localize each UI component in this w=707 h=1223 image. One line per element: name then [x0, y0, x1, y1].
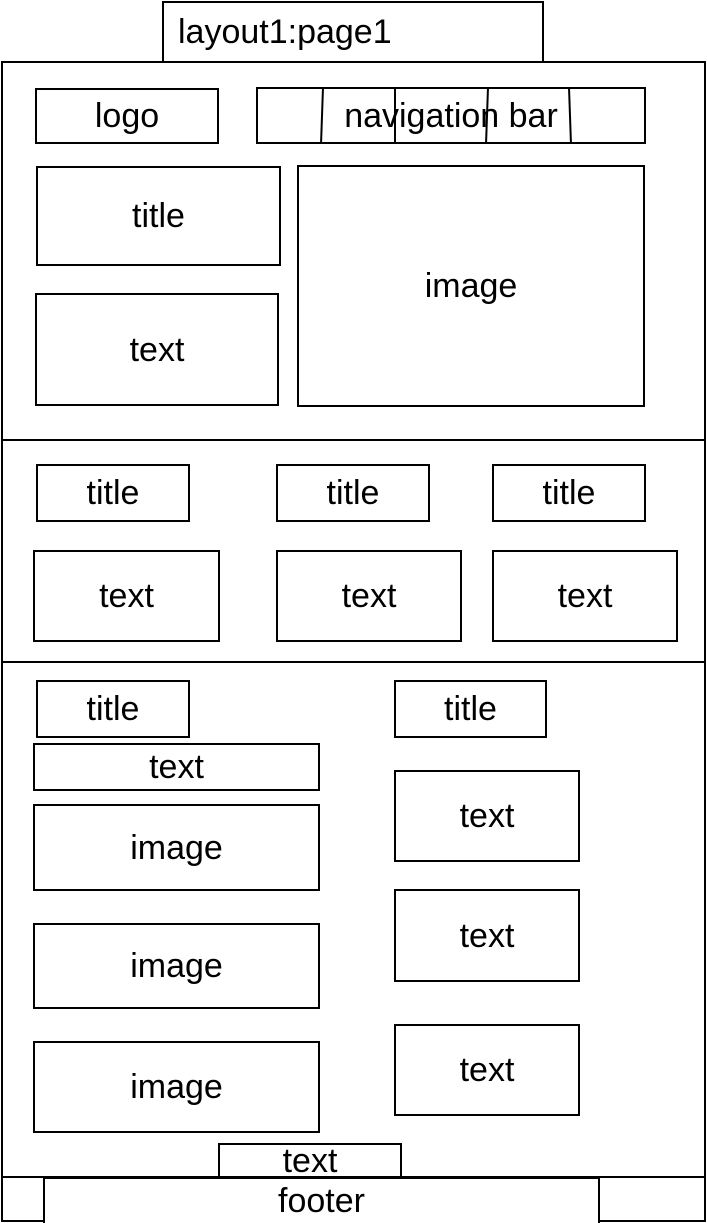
- left-image-3-label: image: [130, 1068, 223, 1106]
- right-text-1-label: text: [459, 797, 515, 835]
- header-title-label: title: [132, 197, 185, 235]
- column-3-title: title: [492, 464, 646, 522]
- nav-divider-2: [394, 89, 396, 143]
- left-text: text: [33, 743, 320, 791]
- column-1-text: text: [33, 550, 220, 642]
- right-text-3: text: [394, 1024, 580, 1116]
- header-title: title: [36, 166, 281, 266]
- column-3-text: text: [492, 550, 678, 642]
- bottom-text: text: [218, 1143, 402, 1178]
- header-image-label: image: [424, 267, 518, 305]
- logo-label: logo: [94, 97, 160, 135]
- right-text-3-label: text: [459, 1051, 515, 1089]
- page-tab-label: layout1:page1: [178, 13, 392, 51]
- column-2-text: text: [276, 550, 462, 642]
- column-1-title-label: title: [86, 474, 140, 512]
- column-2-title: title: [276, 464, 430, 522]
- column-1-text-label: text: [99, 577, 154, 615]
- right-text-1: text: [394, 770, 580, 862]
- logo-placeholder: logo: [35, 88, 219, 144]
- left-title: title: [36, 680, 190, 738]
- left-image-2: image: [33, 923, 320, 1009]
- section-divider-2: [1, 661, 706, 663]
- left-image-1-label: image: [130, 828, 223, 867]
- header-image: image: [297, 165, 645, 407]
- column-3-title-label: title: [542, 474, 596, 512]
- right-text-2-label: text: [459, 916, 515, 955]
- footer-label: footer: [278, 1182, 365, 1220]
- left-title-label: title: [86, 690, 140, 728]
- left-image-3: image: [33, 1041, 320, 1133]
- column-3-text-label: text: [557, 577, 613, 615]
- section-divider-1: [1, 439, 706, 441]
- bottom-text-label: text: [282, 1141, 338, 1180]
- column-1-title: title: [36, 464, 190, 522]
- right-title: title: [394, 680, 547, 738]
- footer: footer: [43, 1177, 600, 1223]
- page-tab[interactable]: layout1:page1: [162, 1, 544, 62]
- right-title-label: title: [444, 690, 497, 728]
- right-text-2: text: [394, 889, 580, 982]
- navigation-bar-label: navigation bar: [344, 96, 558, 135]
- left-text-label: text: [149, 748, 204, 786]
- header-text: text: [35, 293, 279, 406]
- left-image-1: image: [33, 804, 320, 891]
- left-image-2-label: image: [130, 947, 223, 985]
- header-text-label: text: [129, 330, 185, 369]
- column-2-text-label: text: [341, 577, 397, 615]
- navigation-bar[interactable]: navigation bar: [256, 87, 646, 144]
- column-2-title-label: title: [326, 474, 380, 512]
